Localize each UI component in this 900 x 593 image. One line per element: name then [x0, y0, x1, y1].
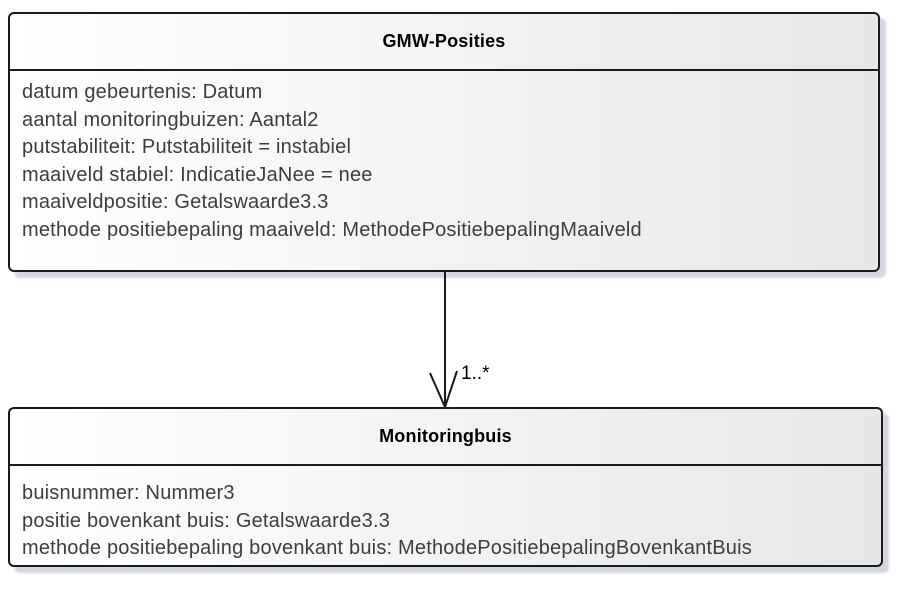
class-attribute: methode positiebepaling maaiveld: Method…	[22, 218, 642, 241]
class-attribute: positie bovenkant buis: Getalswaarde3.3	[22, 509, 391, 532]
class-box-gmw-posities: GMW-Posities datum gebeurtenis: Datum aa…	[8, 12, 880, 272]
class-attributes-monitoringbuis: buisnummer: Nummer3 positie bovenkant bu…	[10, 466, 881, 563]
class-attribute: methode positiebepaling bovenkant buis: …	[22, 537, 752, 559]
class-attribute: buisnummer: Nummer3	[22, 482, 235, 504]
class-attribute: maaiveldpositie: Getalswaarde3.3	[22, 191, 329, 213]
association-multiplicity: 1..*	[461, 363, 490, 384]
class-attribute: datum gebeurtenis: Datum	[22, 81, 263, 103]
class-attribute: putstabiliteit: Putstabiliteit = instabi…	[22, 136, 352, 158]
class-attribute: maaiveld stabiel: IndicatieJaNee = nee	[22, 163, 373, 186]
class-title-gmw-posities: GMW-Posities	[10, 14, 878, 71]
class-title-monitoringbuis: Monitoringbuis	[10, 409, 881, 466]
class-attribute: aantal monitoringbuizen: Aantal2	[22, 108, 319, 131]
open-arrowhead-icon	[429, 370, 458, 410]
association-arrow	[429, 272, 458, 410]
class-box-monitoringbuis: Monitoringbuis buisnummer: Nummer3 posit…	[8, 407, 883, 567]
class-attributes-gmw-posities: datum gebeurtenis: Datum aantal monitori…	[10, 71, 878, 244]
